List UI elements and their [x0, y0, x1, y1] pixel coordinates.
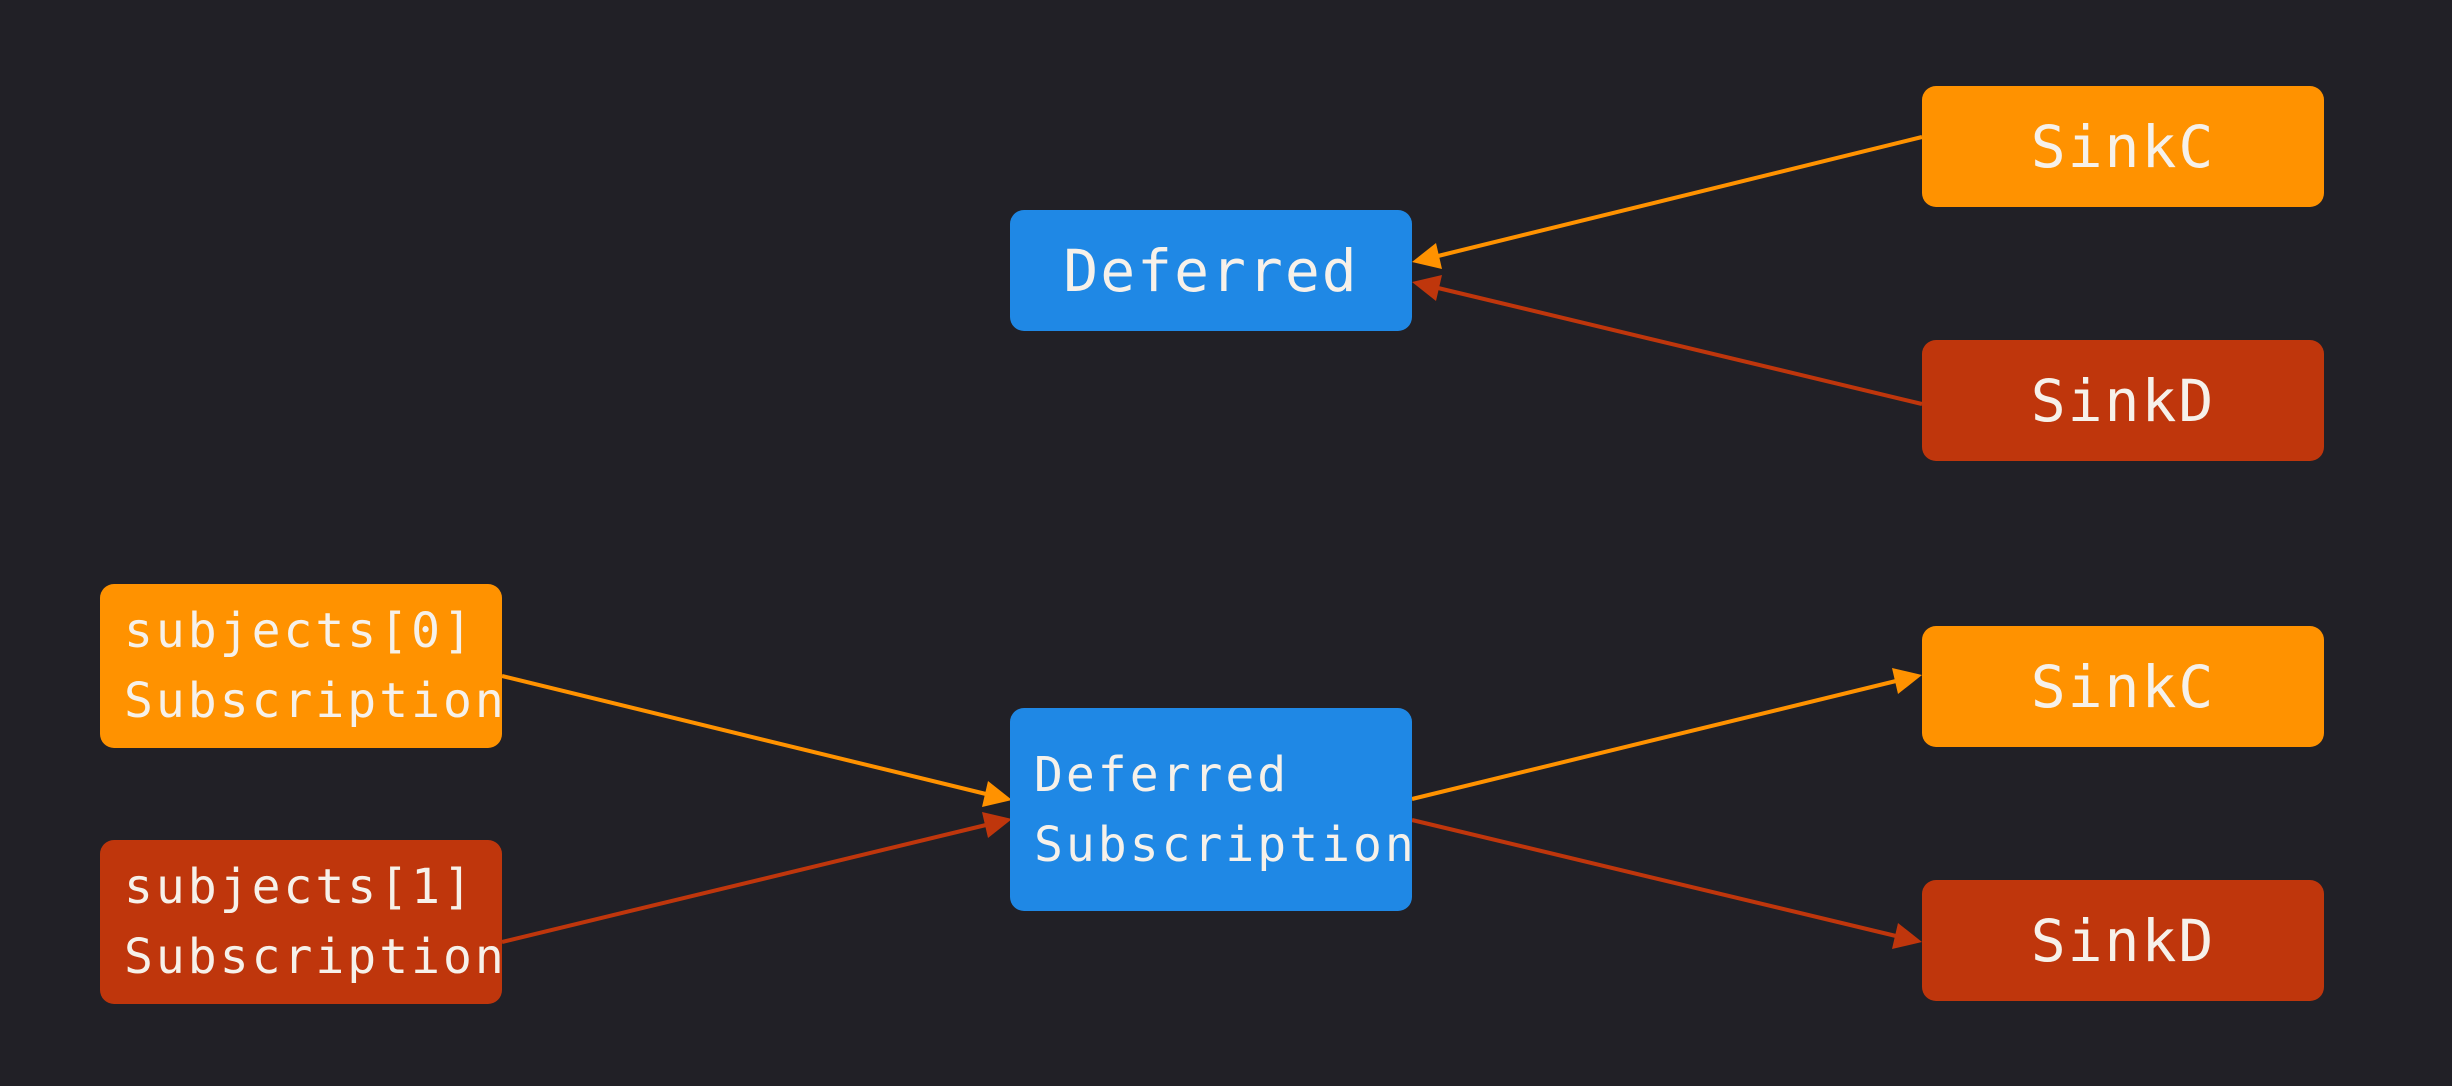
bottom-sinkc-node: SinkC — [1922, 626, 2324, 747]
arrowhead-deferred-subscription-to-sinkd — [1892, 923, 1922, 949]
edge-subject0-to-deferred-subscription — [501, 674, 987, 796]
subject1-subscription-node: subjects[1] Subscription — [100, 840, 504, 1004]
edge-deferred-subscription-to-sinkc — [1411, 679, 1897, 801]
arrowhead-deferred-subscription-to-sinkc — [1892, 668, 1922, 694]
subject0-subscription-node: subjects[0] Subscription — [100, 584, 504, 748]
bottom-sinkd-node: SinkD — [1922, 880, 2324, 1001]
bottom-sinkd-node-label: SinkD — [2030, 906, 2216, 975]
edge-top-sinkc-to-deferred — [1437, 135, 1923, 258]
edge-top-sinkd-to-deferred — [1437, 286, 1923, 406]
top-sinkc-node: SinkC — [1922, 86, 2324, 207]
arrowhead-subject1-to-deferred-subscription — [982, 812, 1012, 838]
arrowhead-top-sinkd-to-deferred — [1412, 275, 1442, 301]
deferred-node-label: Deferred — [1063, 236, 1359, 305]
edge-subject1-to-deferred-subscription — [501, 823, 987, 944]
subject0-subscription-line-2: Subscription — [124, 673, 507, 729]
top-sinkc-node-label: SinkC — [2030, 112, 2216, 181]
deferred-subscription-line-2: Subscription — [1034, 816, 1417, 873]
arrowhead-subject0-to-deferred-subscription — [982, 781, 1012, 807]
bottom-sinkc-node-label: SinkC — [2030, 652, 2216, 721]
subject1-subscription-line-1: subjects[1] — [124, 859, 475, 915]
top-sinkd-node-label: SinkD — [2030, 366, 2216, 435]
deferred-node: Deferred — [1010, 210, 1412, 331]
deferred-subscription-line-1: Deferred — [1034, 746, 1290, 803]
arrowhead-top-sinkc-to-deferred — [1412, 243, 1442, 269]
deferred-subscription-node: Deferred Subscription — [1010, 708, 1414, 911]
subject1-subscription-line-2: Subscription — [124, 929, 507, 985]
top-sinkd-node: SinkD — [1922, 340, 2324, 461]
subject0-subscription-line-1: subjects[0] — [124, 603, 475, 659]
edge-deferred-subscription-to-sinkd — [1411, 818, 1897, 938]
